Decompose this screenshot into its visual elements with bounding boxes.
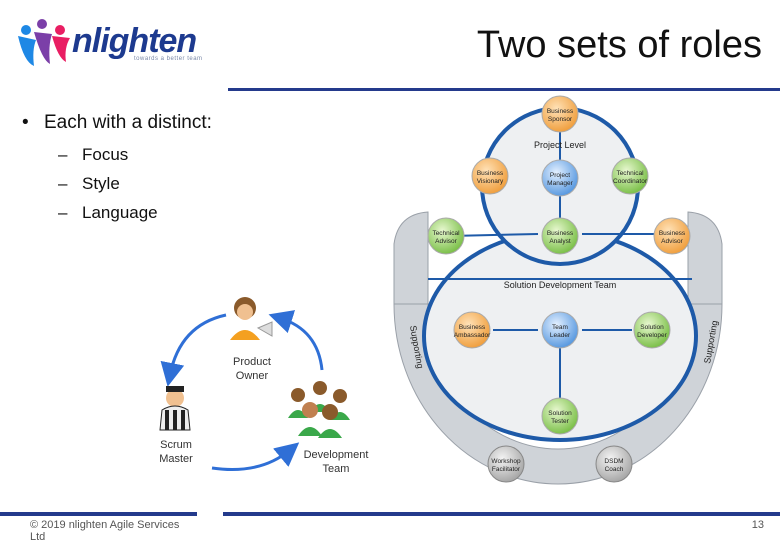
svg-text:Business: Business (659, 230, 686, 237)
role-business-analyst: Business Analyst (541, 217, 579, 255)
sub-bullet-text: Focus (82, 145, 129, 164)
bullet-item: • Each with a distinct: (22, 112, 212, 134)
svg-text:Developer: Developer (637, 332, 667, 339)
role-team-leader: Team Leader (541, 311, 579, 349)
svg-text:Analyst: Analyst (549, 238, 571, 245)
svg-text:Tester: Tester (551, 418, 570, 425)
development-team-icon (288, 381, 350, 438)
svg-text:Project: Project (550, 172, 570, 179)
svg-text:Business: Business (547, 108, 574, 115)
footer-copyright-area: © 2019 nlighten Agile Services Ltd (0, 512, 197, 543)
project-level-label: Project Level (534, 140, 586, 150)
logo-figures-icon (18, 19, 70, 66)
role-solution-developer: Solution Developer (633, 311, 671, 349)
footer-divider-right (223, 512, 780, 516)
role-solution-tester: Solution Tester (541, 397, 579, 435)
supporting-band-right-arm (687, 211, 723, 305)
scrum-roles-diagram: Product Owner Scrum Master Development T… (159, 297, 369, 475)
page-number: 13 (751, 519, 764, 531)
cycle-arrow-dt-to-po (268, 310, 324, 371)
solution-team-label: Solution Development Team (504, 280, 616, 290)
sub-bullet-focus: –Focus (58, 145, 129, 164)
logo-wordmark: nlighten (72, 22, 197, 60)
product-owner-icon (230, 297, 273, 340)
svg-text:Business: Business (547, 230, 574, 237)
role-label-development-team-2: Team (323, 463, 350, 475)
cycle-arrow-po-to-sm (160, 313, 227, 387)
svg-text:Sponsor: Sponsor (548, 116, 573, 123)
svg-text:Technical: Technical (432, 230, 460, 237)
supporting-band-left-arm (393, 211, 429, 305)
svg-text:Coach: Coach (605, 466, 624, 473)
svg-text:Technical: Technical (616, 170, 644, 177)
scrum-master-icon (159, 386, 191, 431)
footer-copyright: © 2019 nlighten Agile Services Ltd (30, 519, 180, 543)
role-technical-advisor: Technical Advisor (427, 217, 465, 255)
svg-text:Visionary: Visionary (477, 178, 504, 185)
svg-text:Advisor: Advisor (661, 238, 684, 245)
role-project-manager: Project Manager (541, 159, 579, 197)
role-business-sponsor: Business Sponsor (541, 95, 579, 133)
sub-bullet-text: Language (82, 203, 158, 222)
company-logo (14, 14, 214, 72)
role-label-scrum-master: Scrum (160, 439, 192, 451)
logo-tagline: towards a better team (134, 56, 203, 62)
role-technical-coordinator: Technical Coordinator (611, 157, 649, 195)
supporting-band (393, 303, 723, 485)
cycle-arrow-sm-to-dt (211, 442, 300, 472)
svg-text:Leader: Leader (550, 332, 571, 339)
sub-bullet-style: –Style (58, 174, 120, 193)
svg-text:Facilitator: Facilitator (492, 466, 521, 473)
footer-page-area: 13 (223, 512, 780, 540)
slide-title: Two sets of roles (476, 24, 762, 66)
role-business-ambassador: Business Ambassador (453, 311, 491, 349)
connector-line (449, 233, 539, 237)
role-label-scrum-master-2: Master (159, 453, 193, 465)
sub-bullet-language: –Language (58, 203, 158, 222)
role-workshop-facilitator: Workshop Facilitator (487, 445, 525, 483)
role-dsdm-coach: DSDM Coach (595, 445, 633, 483)
bullet-text: Each with a distinct: (44, 112, 212, 133)
title-divider (228, 88, 780, 91)
svg-text:Solution: Solution (640, 324, 664, 331)
role-business-advisor: Business Advisor (653, 217, 691, 255)
role-label-product-owner: Product (233, 356, 271, 368)
svg-text:Advisor: Advisor (435, 238, 458, 245)
role-business-visionary: Business Visionary (471, 157, 509, 195)
svg-text:Workshop: Workshop (491, 458, 521, 465)
dsdm-roles-diagram: Project Level Solution Development Team … (393, 95, 723, 485)
svg-text:Business: Business (477, 170, 504, 177)
svg-text:Solution: Solution (548, 410, 572, 417)
svg-text:Ambassador: Ambassador (454, 332, 491, 339)
svg-text:Coordinator: Coordinator (613, 178, 648, 185)
svg-text:DSDM: DSDM (604, 458, 623, 465)
role-label-product-owner-2: Owner (236, 370, 269, 382)
role-label-development-team: Development (304, 449, 369, 461)
svg-text:Business: Business (459, 324, 486, 331)
bullet-dot: • (22, 112, 29, 133)
footer-divider-left (0, 512, 197, 516)
svg-text:Team: Team (552, 324, 568, 331)
sub-bullet-text: Style (82, 174, 120, 193)
svg-text:Manager: Manager (547, 180, 573, 187)
